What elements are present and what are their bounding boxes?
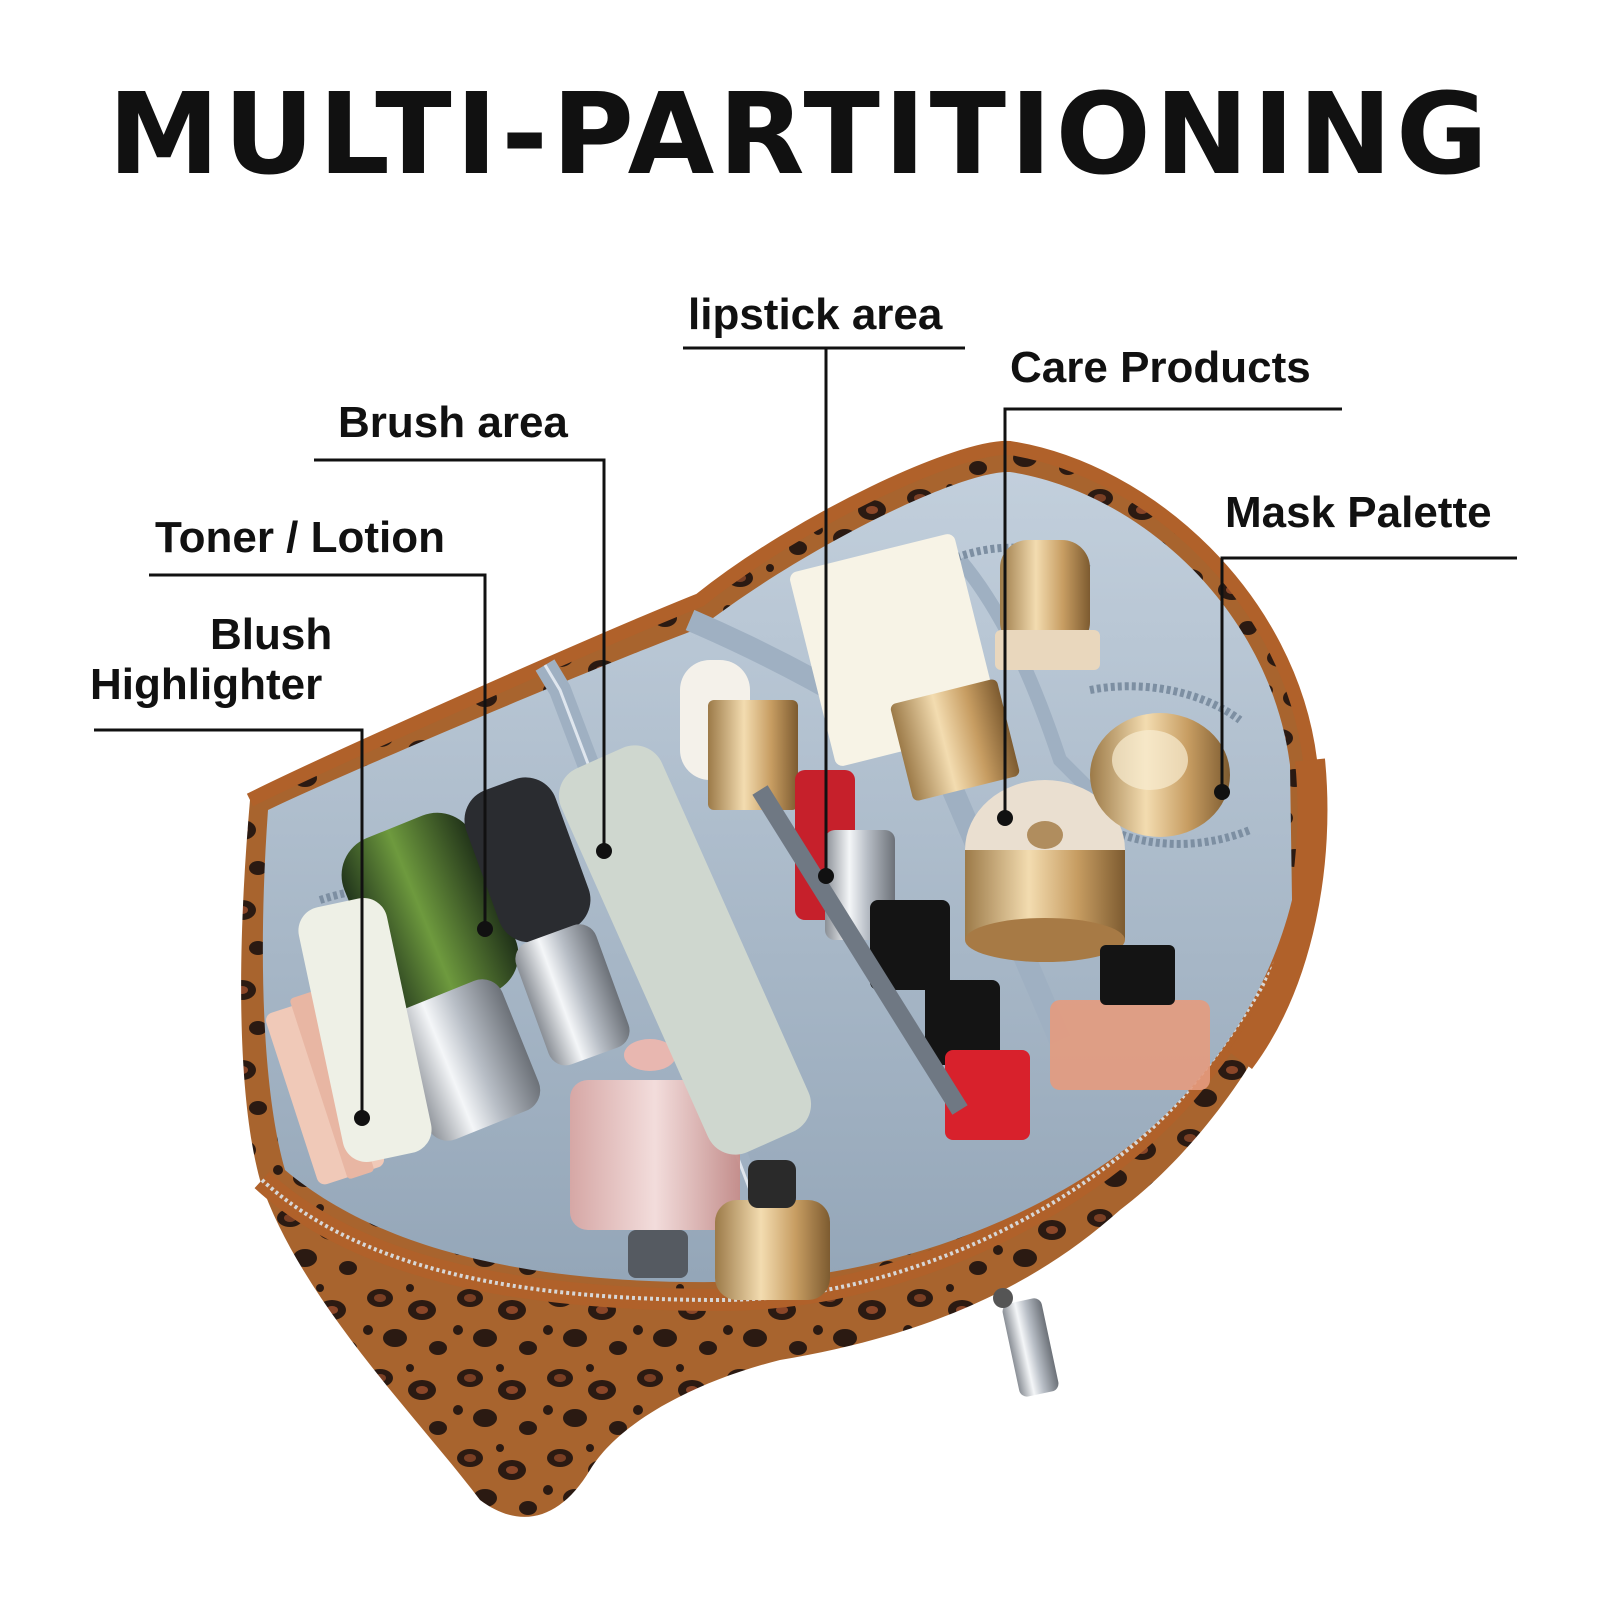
care-products-label: Care Products (1010, 343, 1311, 392)
lipstick-tubes (680, 660, 1030, 1140)
foundation-bottle (790, 534, 1020, 801)
toner-leader (149, 573, 487, 929)
mask-compact (1090, 713, 1230, 837)
lotion-bottle (298, 897, 432, 1163)
brush-leader (314, 458, 606, 851)
lipstick-area-label: lipstick area (688, 290, 943, 339)
mask-palette-label: Mask Palette (1225, 488, 1492, 537)
highlighter-label: Highlighter (90, 660, 323, 709)
serum-pump-bottle (464, 777, 676, 1071)
blush-label: Blush (210, 610, 333, 659)
zipper-pull (993, 1288, 1059, 1397)
callout-dots (354, 784, 1230, 1126)
cream-tube (558, 745, 812, 1155)
mask-leader (1220, 556, 1517, 792)
perfume-bottle (570, 1080, 740, 1278)
care-leader (1003, 407, 1342, 818)
dropper-bottle (715, 1160, 830, 1300)
blush-leader (94, 728, 364, 1118)
toner-lotion-label: Toner / Lotion (155, 513, 446, 562)
callout-lines (94, 346, 1517, 1118)
perfume-amber-bottle (1050, 945, 1210, 1090)
brush-area-label: Brush area (338, 398, 568, 447)
gold-cap-bottle (995, 540, 1100, 670)
cream-jar (965, 780, 1125, 962)
headline: MULTI-PARTITIONING (108, 70, 1492, 200)
